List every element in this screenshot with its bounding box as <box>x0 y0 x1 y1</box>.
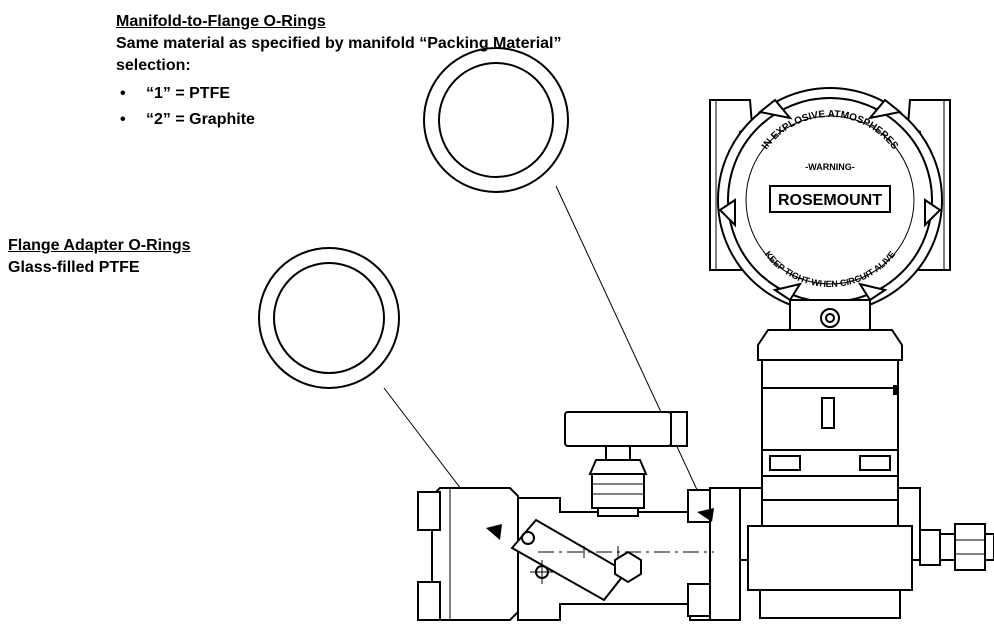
rosemount-logo: ROSEMOUNT <box>778 192 882 209</box>
manifold-flange-oring <box>423 47 569 193</box>
option-1-label: “1” = PTFE <box>146 85 231 102</box>
arrowhead-flange <box>486 524 502 540</box>
list-item: •“2” = Graphite <box>120 111 255 128</box>
option-2-label: “2” = Graphite <box>146 111 255 128</box>
manifold-oring-title: Manifold-to-Flange O-Rings <box>116 13 326 30</box>
manifold-oring-desc-line2: selection: <box>116 57 191 74</box>
manifold-oring-desc-line1: Same material as specified by manifold “… <box>116 35 562 52</box>
arrowhead-manifold <box>697 508 714 522</box>
housing-warning-word: -WARNING- <box>805 162 855 172</box>
flange-adapter-oring <box>258 247 400 389</box>
flange-adapter-oring-title: Flange Adapter O-Rings <box>8 237 191 254</box>
list-item: •“1” = PTFE <box>120 85 231 102</box>
flange-adapter-oring-desc: Glass-filled PTFE <box>8 259 140 276</box>
sensor-module <box>739 329 994 619</box>
leader-line-manifold <box>555 185 713 523</box>
manifold-assembly <box>417 411 741 621</box>
transmitter-housing: IN EXPLOSIVE ATMOSPHERES -WARNING- ROSEM… <box>709 87 951 331</box>
packing-material-list: •“1” = PTFE •“2” = Graphite <box>120 81 255 133</box>
